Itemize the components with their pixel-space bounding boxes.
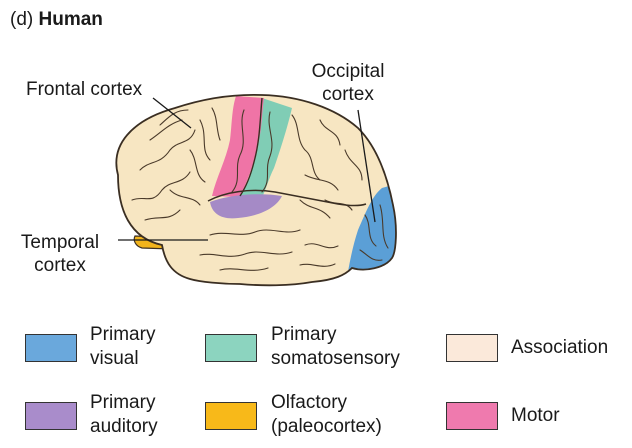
- lateral-sulcus: [207, 189, 367, 207]
- temporal-line-2: cortex: [34, 255, 86, 276]
- temporal-cortex-label: Temporal cortex: [14, 231, 106, 277]
- blue-swatch-icon: [25, 334, 77, 362]
- teal-swatch-icon: [205, 334, 257, 362]
- legend-line: (paleocortex): [271, 416, 382, 437]
- leader-lines: [118, 97, 376, 241]
- temporal-line-1: Temporal: [20, 232, 100, 253]
- panel-title: (d) Human: [10, 8, 103, 31]
- panel-title-text: Human: [38, 9, 103, 30]
- purple-swatch-icon: [25, 402, 77, 430]
- pink-swatch-icon: [446, 402, 498, 430]
- frontal-leader: [152, 97, 192, 129]
- legend-line: Olfactory: [271, 392, 348, 413]
- legend-line: Primary: [271, 324, 337, 345]
- legend-item-primary-visual: Primary visual: [90, 323, 155, 371]
- occipital-line-1: Occipital: [311, 61, 385, 82]
- panel-prefix: (d): [10, 9, 39, 30]
- motor-region: [212, 96, 264, 197]
- somatosensory-region: [240, 98, 292, 197]
- occipital-line-2: cortex: [322, 84, 374, 105]
- occipital-cortex-label: Occipital cortex: [300, 60, 396, 106]
- legend-line: visual: [90, 348, 139, 369]
- legend-line: auditory: [90, 416, 158, 437]
- legend-item-association: Association: [511, 337, 609, 358]
- legend-line: somatosensory: [271, 348, 400, 369]
- brain-outline: [115, 93, 397, 287]
- yellow-swatch-icon: [205, 402, 257, 430]
- occipital-leader: [357, 109, 376, 223]
- gyri-lines: [131, 107, 389, 271]
- legend-item-motor: Motor: [511, 405, 560, 426]
- legend-item-primary-somatosensory: Primary somatosensory: [271, 323, 400, 371]
- auditory-region: [210, 194, 282, 219]
- legend-item-primary-auditory: Primary auditory: [90, 391, 158, 439]
- legend-line: Primary: [90, 324, 156, 345]
- cream-swatch-icon: [446, 334, 498, 362]
- legend-item-olfactory: Olfactory (paleocortex): [271, 391, 382, 439]
- frontal-cortex-label: Frontal cortex: [26, 79, 143, 100]
- legend-line: Primary: [90, 392, 156, 413]
- central-sulcus: [239, 97, 263, 197]
